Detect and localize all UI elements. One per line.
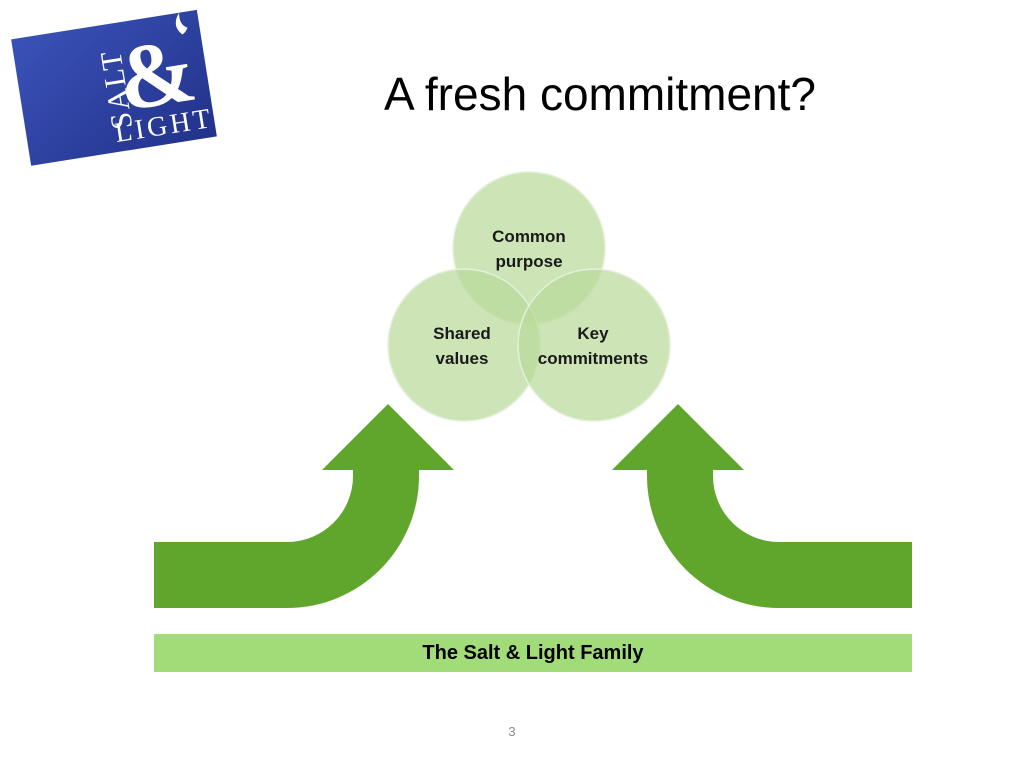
- family-label: The Salt & Light Family: [422, 641, 644, 664]
- venn-label-line: Common: [492, 227, 566, 246]
- venn-label-line: purpose: [495, 252, 563, 271]
- venn-label-line: values: [435, 349, 489, 368]
- venn-label-common-purpose: Common purpose: [474, 224, 584, 274]
- venn-label-line: commitments: [537, 349, 649, 368]
- slide-number: 3: [508, 724, 516, 739]
- curved-arrow-up-left-icon: [154, 404, 454, 608]
- venn-label-line: Shared: [433, 324, 491, 343]
- venn-circle-key-commitments: [517, 268, 671, 422]
- venn-label-key-commitments: Key commitments: [528, 321, 658, 371]
- venn-label-line: Key: [577, 324, 609, 343]
- logo-ampersand: &: [111, 18, 203, 131]
- salt-and-light-logo: SALT & LIGHT: [11, 9, 217, 166]
- slide-title: A fresh commitment?: [383, 68, 817, 120]
- family-bar: The Salt & Light Family: [154, 634, 912, 672]
- candle-flame-icon: [175, 12, 188, 35]
- venn-label-shared-values: Shared values: [407, 321, 517, 371]
- curved-arrow-up-right-icon: [612, 404, 912, 608]
